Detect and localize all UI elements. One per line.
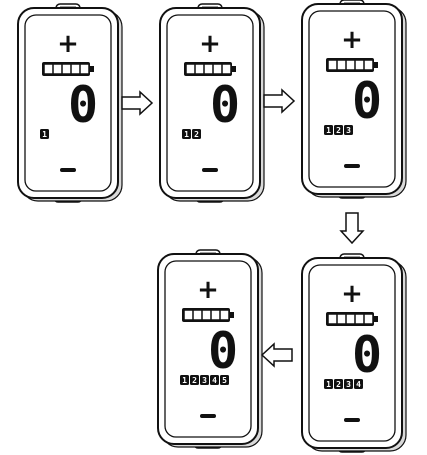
battery-nub [232,66,236,72]
battery-cell [328,314,337,324]
arrows-layer [121,88,365,368]
battery-cell [202,310,211,320]
assist-level-box [192,129,201,139]
plus-icon: + [197,275,219,305]
battery-cell [328,60,337,70]
assist-level-text: 1 [182,376,187,385]
battery-cell [80,64,89,74]
battery-cell [204,64,213,74]
battery-nub [374,316,378,322]
assist-level-text: 4 [212,376,217,385]
assist-level-box [40,129,49,139]
assist-level-text: 5 [222,376,227,385]
minus-label: – [346,395,359,425]
arrow-icon [339,212,365,245]
battery-cell [337,60,346,70]
battery-cell [44,64,53,74]
assist-level-text: 4 [356,380,361,389]
assist-level-text: 3 [202,376,207,385]
battery-cell [195,64,204,74]
battery-cell [364,60,373,70]
battery-cell [53,64,62,74]
assist-level-box [344,379,353,389]
battery-cell [220,310,229,320]
minus-icon [202,168,218,172]
battery-nub [90,66,94,72]
assist-level-text: 1 [326,380,331,389]
battery-cell [364,314,373,324]
battery-cell [213,64,222,74]
assist-level-box [210,375,219,385]
battery-cell [62,64,71,74]
minus-label: – [62,145,75,175]
assist-level-text: 3 [346,380,351,389]
plus-icon: + [341,279,363,309]
assist-level-text: 2 [194,130,199,139]
arrow-icon [121,90,154,116]
battery-nub [374,62,378,68]
assist-level-box [334,379,343,389]
assist-level-text: 1 [326,126,331,135]
minus-icon [200,414,216,418]
minus-label: – [202,391,215,421]
battery-cell [186,64,195,74]
plus-icon: + [341,25,363,55]
assist-level-box [324,125,333,135]
assist-level-text: 2 [192,376,197,385]
minus-label: – [204,145,217,175]
assist-level-text: 1 [184,130,189,139]
battery-cell [355,314,364,324]
battery-cell [184,310,193,320]
display-panel [24,14,112,192]
minus-icon [344,164,360,168]
minus-icon [344,418,360,422]
battery-cell [337,314,346,324]
assist-level-text: 1 [42,130,47,139]
minus-icon [60,168,76,172]
battery-cell [346,60,355,70]
assist-level-box [182,129,191,139]
battery-nub [230,312,234,318]
battery-cell [71,64,80,74]
speed-digit: 0 [68,76,98,134]
assist-level-box [354,379,363,389]
speed-digit: 0 [208,322,238,380]
speed-digit: 0 [352,326,382,384]
assist-level-box [334,125,343,135]
display-panel [308,264,396,442]
display-panel [164,260,252,438]
display-panel [308,10,396,188]
plus-icon: + [199,29,221,59]
assist-level-text: 2 [336,380,341,389]
display-panel [166,14,254,192]
assist-level-box [220,375,229,385]
assist-level-box [180,375,189,385]
assist-level-text: 2 [336,126,341,135]
assist-level-box [324,379,333,389]
display-device: +0 1 – [17,3,123,203]
battery-cell [346,314,355,324]
speed-digit: 0 [352,72,382,130]
arrow-icon [263,88,296,114]
battery-cell [193,310,202,320]
battery-cell [355,60,364,70]
battery-cell [211,310,220,320]
assist-level-box [190,375,199,385]
assist-level-box [344,125,353,135]
speed-digit: 0 [210,76,240,134]
assist-level-text: 3 [346,126,351,135]
arrow-icon [260,342,293,368]
plus-icon: + [57,29,79,59]
battery-cell [222,64,231,74]
minus-label: – [346,141,359,171]
assist-level-box [200,375,209,385]
